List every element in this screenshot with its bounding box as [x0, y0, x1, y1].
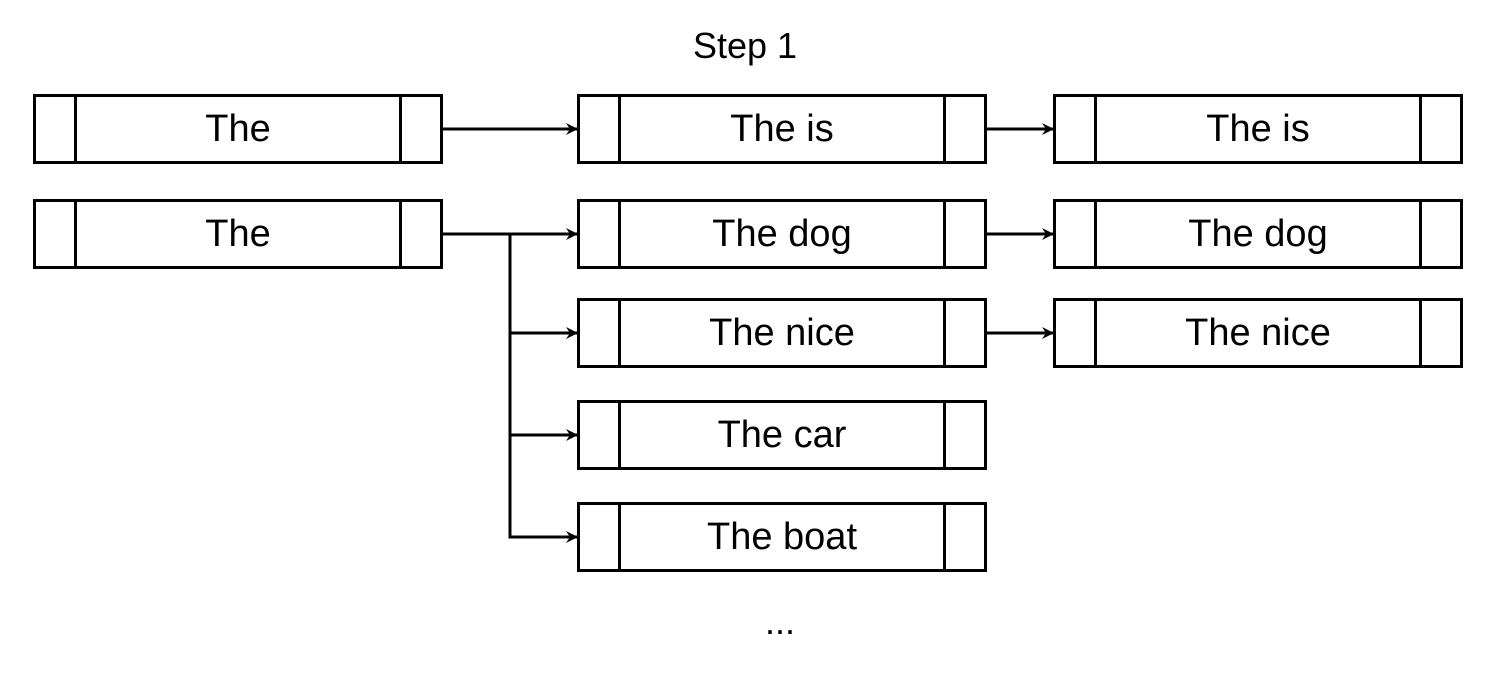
node-right-1: The is [1053, 94, 1463, 164]
node-left-2: The [33, 199, 443, 269]
node-left-cap [1094, 97, 1097, 161]
node-middle-2: The dog [577, 199, 987, 269]
node-left-cap [618, 505, 621, 569]
node-right-cap [943, 97, 946, 161]
node-label: The is [730, 107, 834, 150]
node-right-cap [1419, 97, 1422, 161]
node-middle-3: The nice [577, 298, 987, 368]
node-label: The is [1206, 107, 1310, 150]
node-left-cap [618, 202, 621, 266]
node-left-cap [74, 97, 77, 161]
node-label: The boat [707, 515, 857, 558]
node-middle-1: The is [577, 94, 987, 164]
node-label: The dog [712, 212, 852, 255]
node-label: The nice [1185, 311, 1331, 354]
node-left-1: The [33, 94, 443, 164]
continuation-ellipsis: ... [764, 601, 795, 642]
node-label: The nice [709, 311, 855, 354]
node-left-cap [618, 403, 621, 467]
edge-group [443, 123, 1054, 543]
node-left-cap [618, 97, 621, 161]
node-label: The dog [1188, 212, 1328, 255]
node-middle-4: The car [577, 400, 987, 470]
node-right-cap [943, 202, 946, 266]
node-right-cap [1419, 301, 1422, 365]
node-right-cap [943, 301, 946, 365]
node-right-3: The nice [1053, 298, 1463, 368]
arrow-connector-5 [443, 232, 578, 543]
node-right-cap [943, 403, 946, 467]
node-right-cap [943, 505, 946, 569]
node-right-2: The dog [1053, 199, 1463, 269]
node-right-cap [399, 97, 402, 161]
node-label: The [205, 107, 271, 150]
node-left-cap [1094, 301, 1097, 365]
node-right-cap [399, 202, 402, 266]
node-middle-5: The boat [577, 502, 987, 572]
step-title: Step 1 [692, 25, 798, 66]
node-left-cap [74, 202, 77, 266]
node-left-cap [618, 301, 621, 365]
node-left-cap [1094, 202, 1097, 266]
node-label: The [205, 212, 271, 255]
node-right-cap [1419, 202, 1422, 266]
node-label: The car [717, 413, 847, 456]
